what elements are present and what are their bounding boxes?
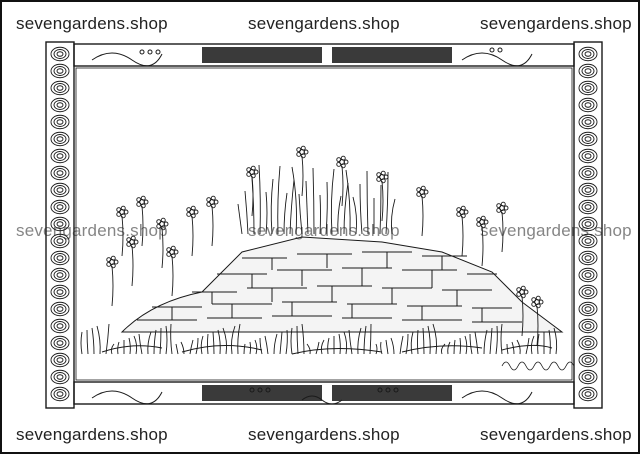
frame-left-column	[45, 41, 75, 409]
artist-signature	[501, 361, 575, 371]
watermark-text: sevengardens.shop	[248, 221, 400, 240]
ornamental-frame	[45, 41, 603, 409]
watermark-text: sevengardens.shop	[16, 425, 168, 444]
frame-inner-border	[75, 67, 573, 381]
frame-top-band	[73, 43, 575, 67]
frame-ring-pattern	[50, 46, 598, 402]
watermark-text: sevengardens.shop	[16, 221, 168, 240]
watermark-text: sevengardens.shop	[248, 14, 400, 33]
watermark-text: sevengardens.shop	[16, 14, 168, 33]
band-ornaments	[91, 47, 533, 405]
watermark-text: sevengardens.shop	[480, 425, 632, 444]
watermark-text: sevengardens.shop	[480, 221, 632, 240]
stone-wall	[101, 236, 564, 355]
frame-bottom-band	[73, 381, 575, 405]
watermark-text: sevengardens.shop	[480, 14, 632, 33]
watermark-text: sevengardens.shop	[248, 425, 400, 444]
frame-right-column	[573, 41, 603, 409]
vegetation	[80, 145, 558, 355]
